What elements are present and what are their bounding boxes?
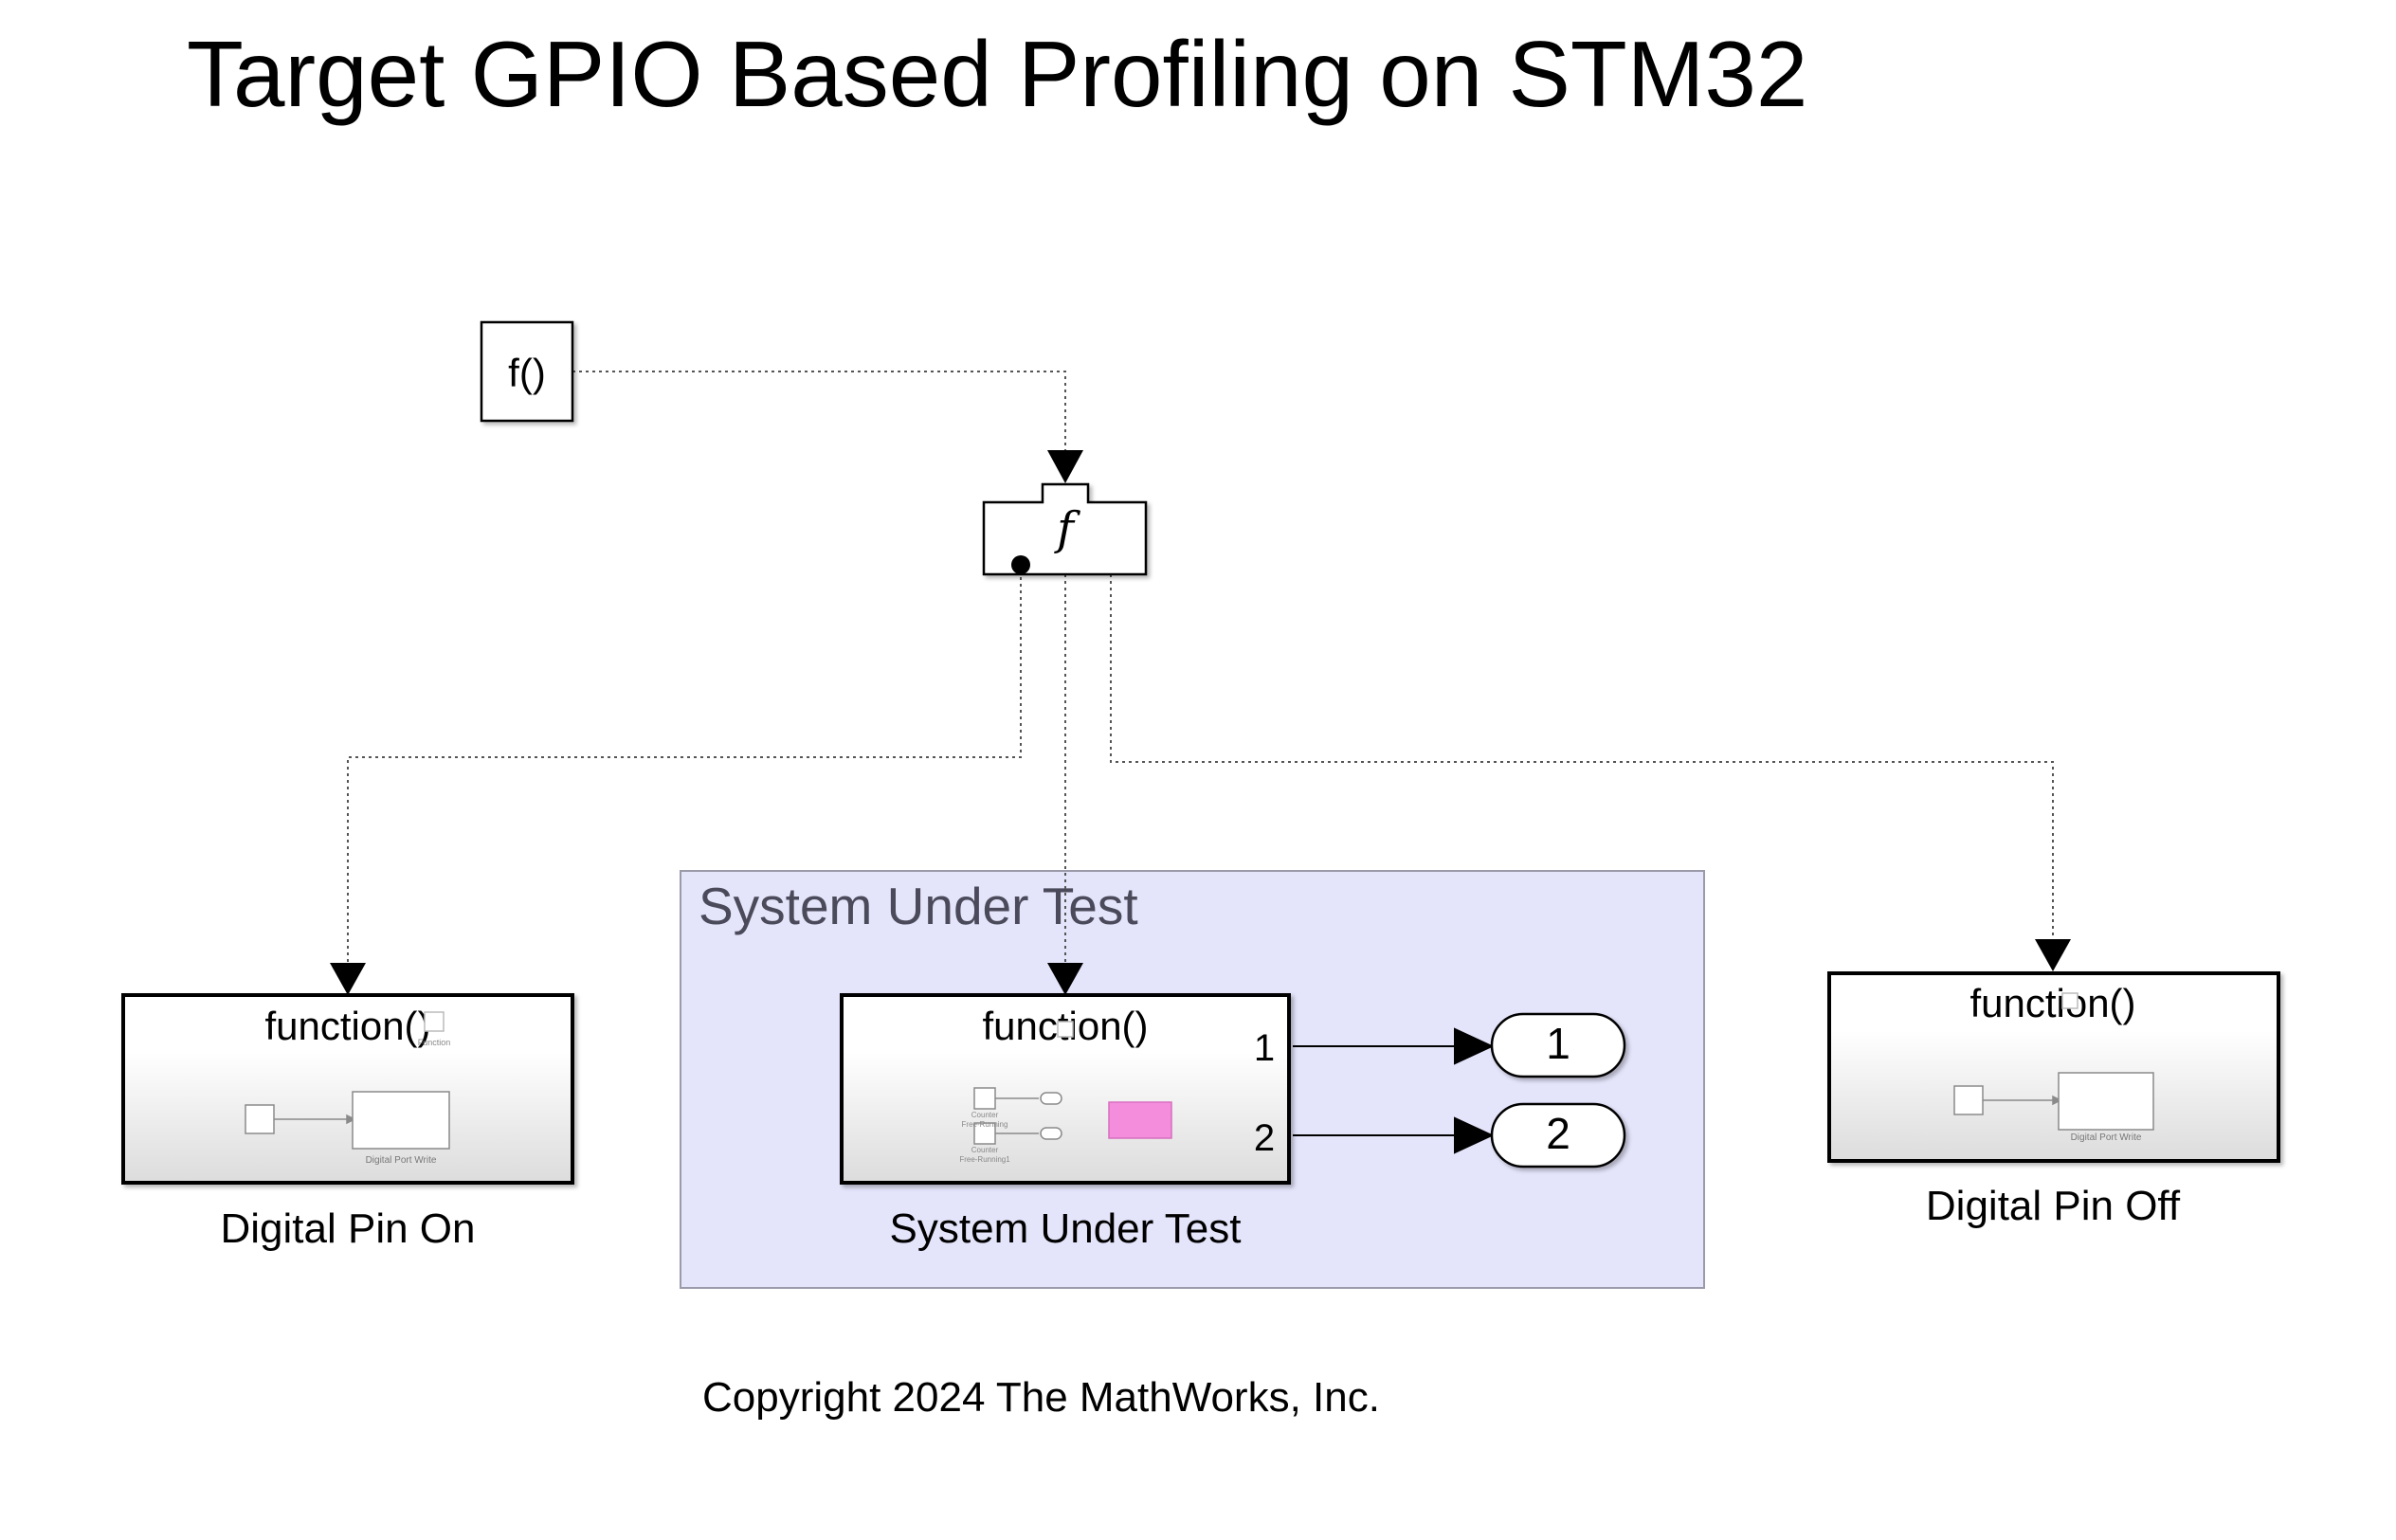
- digital-pin-off-name: Digital Pin Off: [1926, 1183, 2181, 1229]
- signal-line-split-to-pin-off: [1110, 574, 2054, 943]
- sut-block-name: System Under Test: [890, 1205, 1242, 1252]
- function-call-split-block[interactable]: f: [982, 482, 1148, 576]
- digital-pin-off-thumbnail: [1953, 992, 2154, 1131]
- arrowhead-out-1: [1454, 1027, 1495, 1065]
- digital-pin-off-trigger-label: function(): [1969, 981, 2135, 1025]
- sut-port-label-2: 2: [1254, 1117, 1275, 1159]
- sut-thumb-caption-1b: Free-Running: [962, 1120, 1008, 1129]
- outport-2-label: 2: [1546, 1109, 1570, 1158]
- split-origin-dot: [1011, 555, 1030, 574]
- system-under-test-block[interactable]: function() Counter Free-Running Counter …: [840, 993, 1291, 1252]
- arrowheads: [330, 450, 2071, 995]
- arrowhead-into-pin-off: [2035, 939, 2071, 971]
- digital-pin-on-trigger-label: function(): [264, 1004, 430, 1048]
- sut-thumb-caption-2b: Free-Running1: [959, 1155, 1010, 1164]
- sut-thumb-caption-1: Counter: [971, 1111, 999, 1119]
- outport-2[interactable]: 2: [1490, 1102, 1626, 1169]
- arrowhead-out-2: [1454, 1116, 1495, 1154]
- output-signals: [1293, 1027, 1495, 1154]
- outport-1-label: 1: [1546, 1019, 1570, 1068]
- page-title: Target GPIO Based Profiling on STM32: [187, 22, 1807, 126]
- sut-thumb-caption-2: Counter: [971, 1146, 999, 1154]
- arrowhead-into-sut: [1047, 963, 1083, 995]
- digital-pin-on-thumb-caption: Digital Port Write: [366, 1155, 437, 1166]
- digital-pin-on-block[interactable]: function() Function Digital Port Write D…: [121, 993, 574, 1252]
- signal-line-generator-to-split: [572, 371, 1066, 455]
- function-call-generator-label: f(): [508, 351, 546, 395]
- copyright-text: Copyright 2024 The MathWorks, Inc.: [702, 1374, 1380, 1421]
- function-call-signals: [347, 371, 2054, 967]
- area-label: System Under Test: [699, 877, 1138, 935]
- sut-port-label-1: 1: [1254, 1027, 1275, 1069]
- function-call-generator-block[interactable]: f(): [480, 320, 574, 423]
- signal-line-split-to-pin-on: [347, 571, 1022, 967]
- sut-thumbnail: [973, 1021, 1172, 1145]
- outport-1[interactable]: 1: [1490, 1012, 1626, 1078]
- arrowhead-into-split: [1047, 450, 1083, 483]
- digital-pin-on-thumbnail: [245, 1011, 450, 1150]
- digital-pin-on-thumb-icon-caption: Function: [418, 1038, 451, 1047]
- digital-pin-off-thumb-caption: Digital Port Write: [2071, 1132, 2142, 1143]
- digital-pin-off-block[interactable]: function() Digital Port Write Digital Pi…: [1827, 971, 2280, 1229]
- digital-pin-on-name: Digital Pin On: [220, 1205, 475, 1252]
- arrowhead-into-pin-on: [330, 963, 366, 995]
